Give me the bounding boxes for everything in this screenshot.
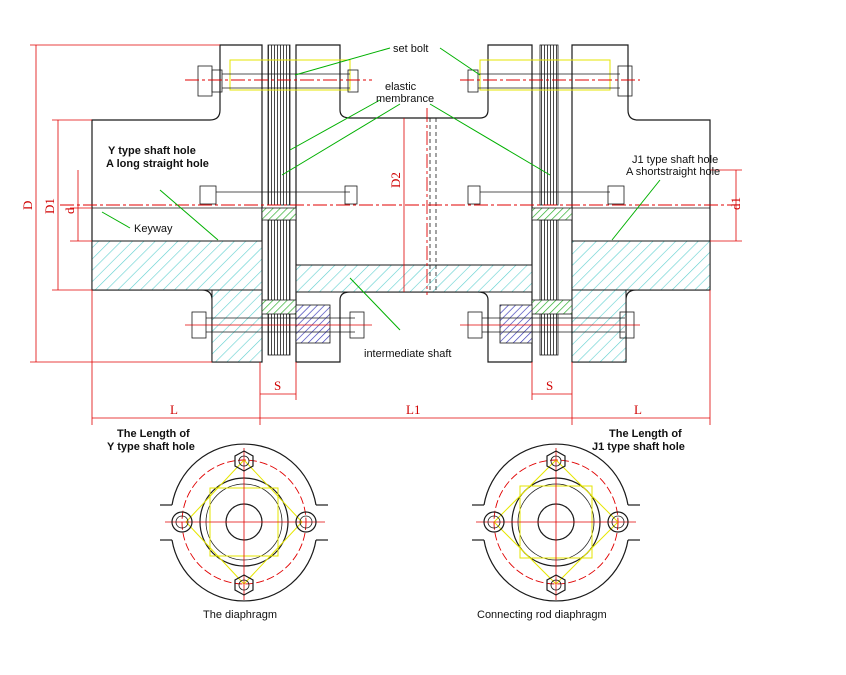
dimensions bbox=[30, 44, 742, 425]
diaphragm-view bbox=[160, 443, 328, 602]
label-j1-length-2: J1 type shaft hole bbox=[592, 441, 685, 453]
leaders bbox=[101, 47, 661, 331]
dim-L-right: L bbox=[634, 402, 642, 417]
dim-D: D bbox=[20, 201, 35, 210]
label-intermediate-shaft: intermediate shaft bbox=[364, 348, 451, 360]
dim-d: d bbox=[62, 207, 77, 214]
label-y-hole-1: Y type shaft hole bbox=[108, 145, 196, 157]
right-hub-section-lower bbox=[571, 240, 711, 291]
left-bottom-bolt bbox=[185, 311, 372, 339]
dim-S-right: S bbox=[546, 378, 553, 393]
hex-bolt-head-icon bbox=[171, 450, 317, 596]
left-spacer-top bbox=[261, 207, 297, 221]
right-membrane-lower bbox=[539, 219, 559, 356]
dim-L-left: L bbox=[170, 402, 178, 417]
right-spacer-top bbox=[531, 207, 573, 221]
dim-D2: D2 bbox=[388, 172, 403, 188]
right-hub bbox=[571, 44, 711, 363]
left-hub bbox=[91, 44, 263, 363]
left-membrane-upper bbox=[267, 44, 291, 206]
label-y-length-1: The Length of bbox=[117, 428, 190, 440]
left-mid-bolt bbox=[199, 185, 358, 205]
label-y-hole-2: A long straight hole bbox=[106, 158, 209, 170]
left-hub-section-lower bbox=[91, 240, 263, 291]
label-connecting-rod-diaphragm: Connecting rod diaphragm bbox=[477, 609, 607, 621]
right-spacer-bottom bbox=[531, 299, 573, 315]
connecting-rod-diaphragm-view bbox=[472, 443, 640, 602]
label-set-bolt: set bolt bbox=[393, 43, 428, 55]
label-j1-hole-1: J1 type shaft hole bbox=[632, 154, 718, 166]
label-elastic-2: membrance bbox=[376, 93, 434, 105]
label-y-length-2: Y type shaft hole bbox=[107, 441, 195, 453]
dim-d1: d1 bbox=[728, 197, 743, 210]
label-diaphragm: The diaphragm bbox=[203, 609, 277, 621]
right-mid-bolt bbox=[467, 185, 625, 205]
dim-D1: D1 bbox=[42, 198, 57, 214]
left-top-bolt bbox=[197, 59, 359, 97]
right-bushing bbox=[499, 304, 533, 344]
hex-bolt-head-icon bbox=[483, 450, 629, 596]
left-membrane-lower bbox=[267, 219, 291, 356]
intermediate-shaft-section bbox=[295, 264, 533, 293]
label-j1-length-1: The Length of bbox=[609, 428, 682, 440]
right-hub-flange-section bbox=[571, 289, 627, 363]
right-membrane-upper bbox=[539, 44, 559, 206]
right-bottom-bolt bbox=[460, 311, 640, 339]
left-spacer-bottom bbox=[261, 299, 297, 315]
label-keyway: Keyway bbox=[134, 223, 173, 235]
dim-S-left: S bbox=[274, 378, 281, 393]
label-j1-hole-2: A shortstraight hole bbox=[626, 166, 720, 178]
left-hub-flange-section bbox=[211, 289, 263, 363]
label-elastic-1: elastic bbox=[385, 81, 417, 93]
dim-L1: L1 bbox=[406, 402, 420, 417]
left-bushing bbox=[295, 304, 331, 344]
